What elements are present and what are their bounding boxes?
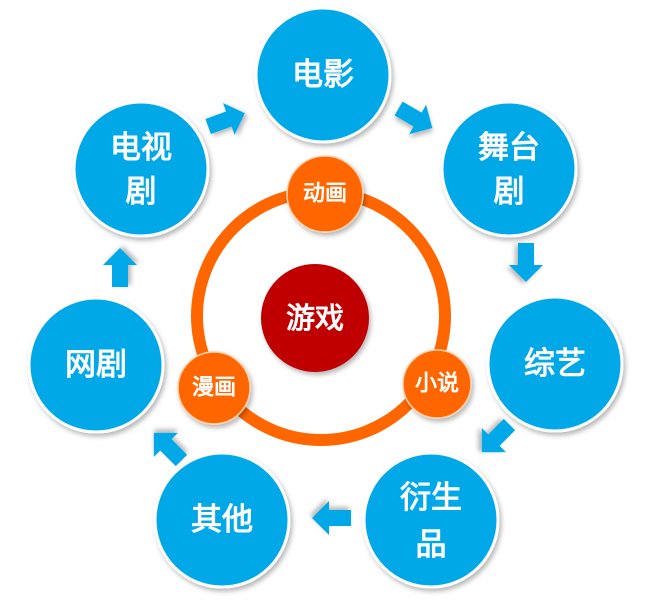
outer-label-line: 综艺 xyxy=(524,346,586,382)
outer-label-line: 衍生 xyxy=(400,480,462,516)
outer-circle xyxy=(254,6,392,144)
inner-node-novel: 小说 xyxy=(402,349,472,419)
center-node-game: 游戏 xyxy=(261,264,369,372)
outer-node-other: 其他 xyxy=(153,451,291,589)
outer-label-line: 其他 xyxy=(191,502,253,538)
outer-node-film: 电影 xyxy=(254,6,392,144)
center-circle xyxy=(261,264,369,372)
outer-label-line: 品 xyxy=(416,527,447,563)
inner-label: 小说 xyxy=(415,371,459,397)
outer-node-web-drama: 网剧 xyxy=(27,296,165,434)
inner-node-animation: 动画 xyxy=(286,155,364,233)
arrow-film-to-stage-drama xyxy=(394,101,433,135)
outer-circle xyxy=(486,295,624,433)
center-label: 游戏 xyxy=(286,301,344,335)
outer-circle xyxy=(362,451,500,589)
outer-label-line: 剧 xyxy=(126,174,157,210)
inner-node-comic: 漫画 xyxy=(177,351,251,425)
outer-node-variety: 综艺 xyxy=(486,295,624,433)
arrow-derivatives-to-other xyxy=(312,501,351,535)
inner-label: 漫画 xyxy=(192,376,236,401)
arrow-other-to-web-drama xyxy=(153,432,188,467)
arrow-variety-to-derivatives xyxy=(481,418,516,453)
arrow-tv-drama-to-film xyxy=(205,102,245,135)
inner-circle xyxy=(286,155,364,233)
inner-label: 动画 xyxy=(303,182,347,207)
arrow-web-drama-to-tv-drama xyxy=(103,248,137,287)
outer-node-tv-drama: 电视 剧 xyxy=(72,100,210,238)
outer-node-stage-drama: 舞台 剧 xyxy=(440,100,578,238)
arrow-stage-drama-to-variety xyxy=(509,243,543,282)
inner-circle xyxy=(402,349,472,419)
outer-circle xyxy=(72,100,210,238)
outer-circle xyxy=(440,100,578,238)
inner-circle xyxy=(177,351,251,425)
outer-circle xyxy=(153,451,291,589)
outer-label-line: 电影 xyxy=(292,57,354,93)
outer-label-line: 电视 xyxy=(110,130,172,166)
outer-label-line: 剧 xyxy=(494,174,525,210)
outer-label-line: 网剧 xyxy=(65,347,127,383)
flow-arrows xyxy=(103,101,543,535)
outer-label-line: 舞台 xyxy=(478,130,540,166)
outer-node-derivatives: 衍生 品 xyxy=(362,451,500,589)
outer-circle xyxy=(27,296,165,434)
